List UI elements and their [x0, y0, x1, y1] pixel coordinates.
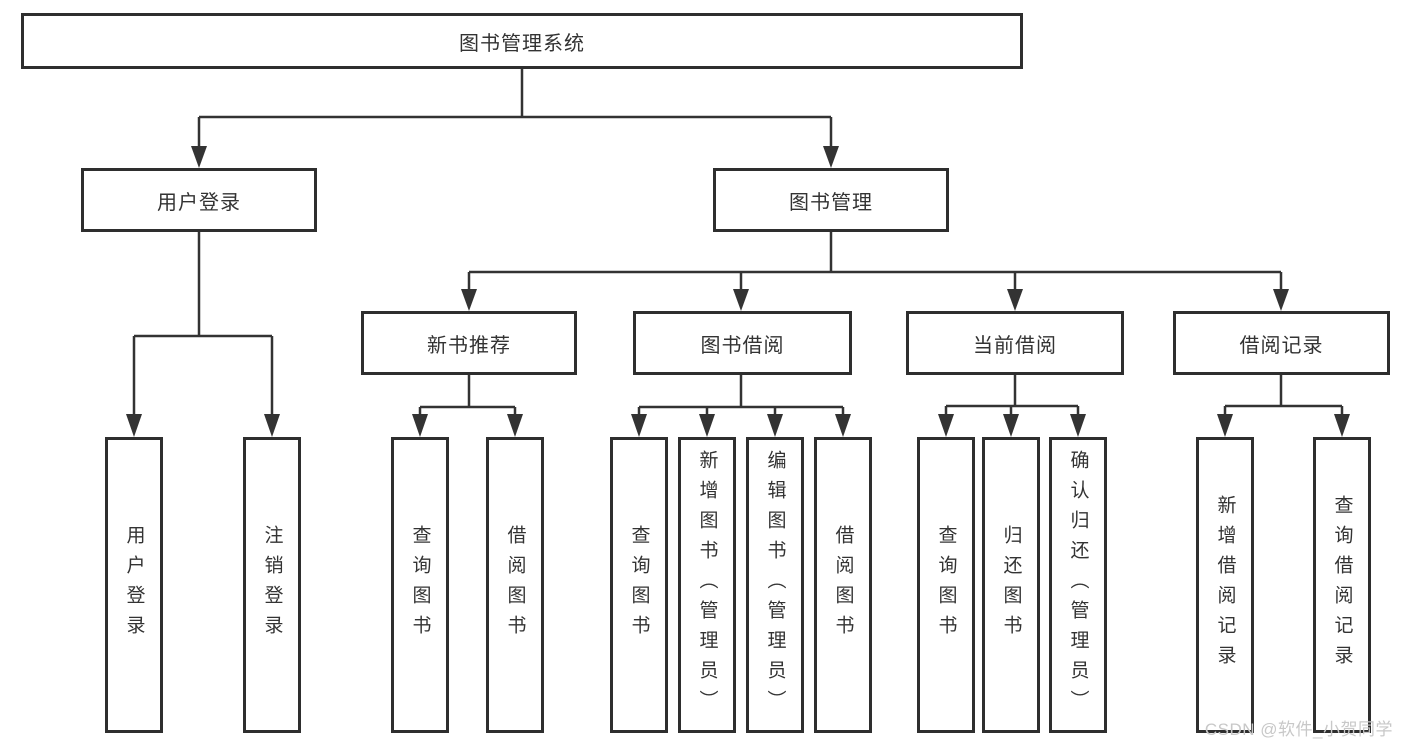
csdn-watermark: CSDN @软件_小贺同学	[1204, 720, 1393, 739]
node-leaf-borrow-books: 借阅图书	[814, 437, 872, 733]
node-label: 注销登录	[261, 525, 283, 645]
node-leaf-add-borrow-record: 新增借阅记录	[1196, 437, 1254, 733]
node-library-management-system: 图书管理系统	[21, 13, 1023, 69]
node-leaf-logout: 注销登录	[243, 437, 301, 733]
node-leaf-query-books: 查询图书	[391, 437, 449, 733]
node-leaf-return-books: 归还图书	[982, 437, 1040, 733]
node-leaf-add-books-admin: 新增图书（管理员）	[678, 437, 736, 733]
node-leaf-borrow-books: 借阅图书	[486, 437, 544, 733]
node-label: 新增借阅记录	[1214, 495, 1236, 675]
node-leaf-query-books: 查询图书	[610, 437, 668, 733]
node-current-borrowing: 当前借阅	[906, 311, 1124, 375]
node-label: 确认归还（管理员）	[1067, 450, 1089, 720]
node-new-book-recommendation: 新书推荐	[361, 311, 577, 375]
node-label: 新增图书（管理员）	[696, 450, 718, 720]
node-label: 查询借阅记录	[1331, 495, 1353, 675]
node-label: 查询图书	[935, 525, 957, 645]
node-leaf-edit-books-admin: 编辑图书（管理员）	[746, 437, 804, 733]
node-leaf-query-books: 查询图书	[917, 437, 975, 733]
node-label: 查询图书	[628, 525, 650, 645]
node-label: 查询图书	[409, 525, 431, 645]
node-label: 借阅图书	[832, 525, 854, 645]
node-leaf-user-login: 用户登录	[105, 437, 163, 733]
node-leaf-confirm-return-admin: 确认归还（管理员）	[1049, 437, 1107, 733]
node-label: 编辑图书（管理员）	[764, 450, 786, 720]
node-borrowing-records: 借阅记录	[1173, 311, 1390, 375]
node-user-login: 用户登录	[81, 168, 317, 232]
node-book-management: 图书管理	[713, 168, 949, 232]
node-label: 用户登录	[123, 525, 145, 645]
node-leaf-query-borrow-record: 查询借阅记录	[1313, 437, 1371, 733]
node-book-borrowing: 图书借阅	[633, 311, 852, 375]
node-label: 归还图书	[1000, 525, 1022, 645]
node-label: 借阅图书	[504, 525, 526, 645]
